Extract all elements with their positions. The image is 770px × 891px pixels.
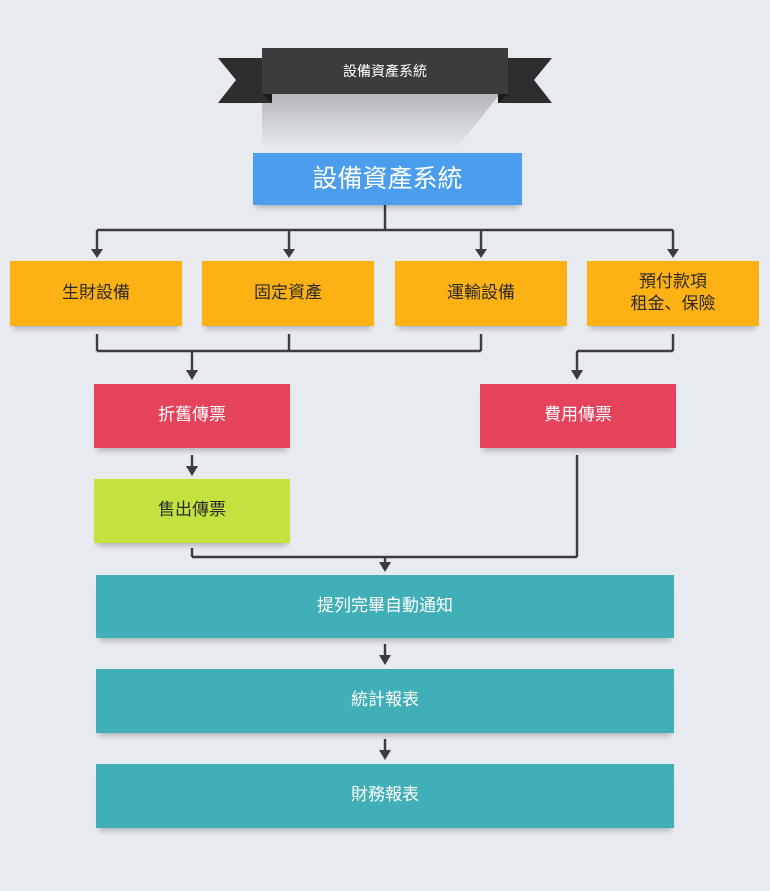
category-node-2: 固定資產	[202, 261, 374, 326]
arrow-expense	[571, 370, 583, 380]
banner-title: 設備資產系統	[343, 64, 427, 80]
category-label: 預付款項 租金、保險	[630, 272, 716, 314]
root-node-label: 設備資產系統	[312, 164, 463, 194]
arrow-stats	[379, 655, 391, 665]
expense-voucher-label: 費用傳票	[544, 405, 612, 426]
category-node-1: 生財設備	[10, 261, 182, 326]
banner-body	[262, 48, 508, 94]
banner-right-fold	[498, 94, 508, 103]
banner-left-fold	[262, 94, 272, 103]
depreciation-voucher-node: 折舊傳票	[94, 384, 290, 448]
financial-report-label: 財務報表	[351, 785, 419, 806]
root-node: 設備資產系統	[253, 153, 522, 205]
category-label: 固定資產	[254, 282, 322, 303]
statistics-report-node: 統計報表	[96, 669, 674, 733]
sale-voucher-label: 售出傳票	[158, 500, 226, 521]
auto-notify-node: 提列完畢自動通知	[96, 575, 674, 638]
arrow-sale	[186, 466, 198, 476]
category-node-3: 運輸設備	[395, 261, 567, 326]
arrow-cat-2	[283, 249, 295, 258]
banner-ribbon	[218, 48, 552, 150]
category-label: 運輸設備	[447, 282, 515, 303]
category-label: 生財設備	[62, 282, 130, 303]
arrow-cat-1	[91, 249, 103, 258]
auto-notify-label: 提列完畢自動通知	[317, 595, 453, 616]
arrow-cat-3	[475, 249, 487, 258]
arrow-notify	[379, 562, 391, 572]
category-node-4: 預付款項 租金、保險	[587, 261, 759, 326]
arrow-cat-4	[667, 249, 679, 258]
banner-left-tail	[218, 58, 272, 103]
sale-voucher-node: 售出傳票	[94, 479, 290, 543]
arrow-finance	[379, 750, 391, 760]
connectors	[95, 205, 675, 751]
banner-shadow	[262, 94, 500, 150]
arrowheads	[91, 249, 679, 760]
depreciation-voucher-label: 折舊傳票	[158, 405, 226, 426]
statistics-report-label: 統計報表	[351, 690, 419, 711]
banner-right-tail	[498, 58, 552, 103]
financial-report-node: 財務報表	[96, 764, 674, 828]
arrow-depreciation	[186, 370, 198, 380]
expense-voucher-node: 費用傳票	[480, 384, 676, 448]
